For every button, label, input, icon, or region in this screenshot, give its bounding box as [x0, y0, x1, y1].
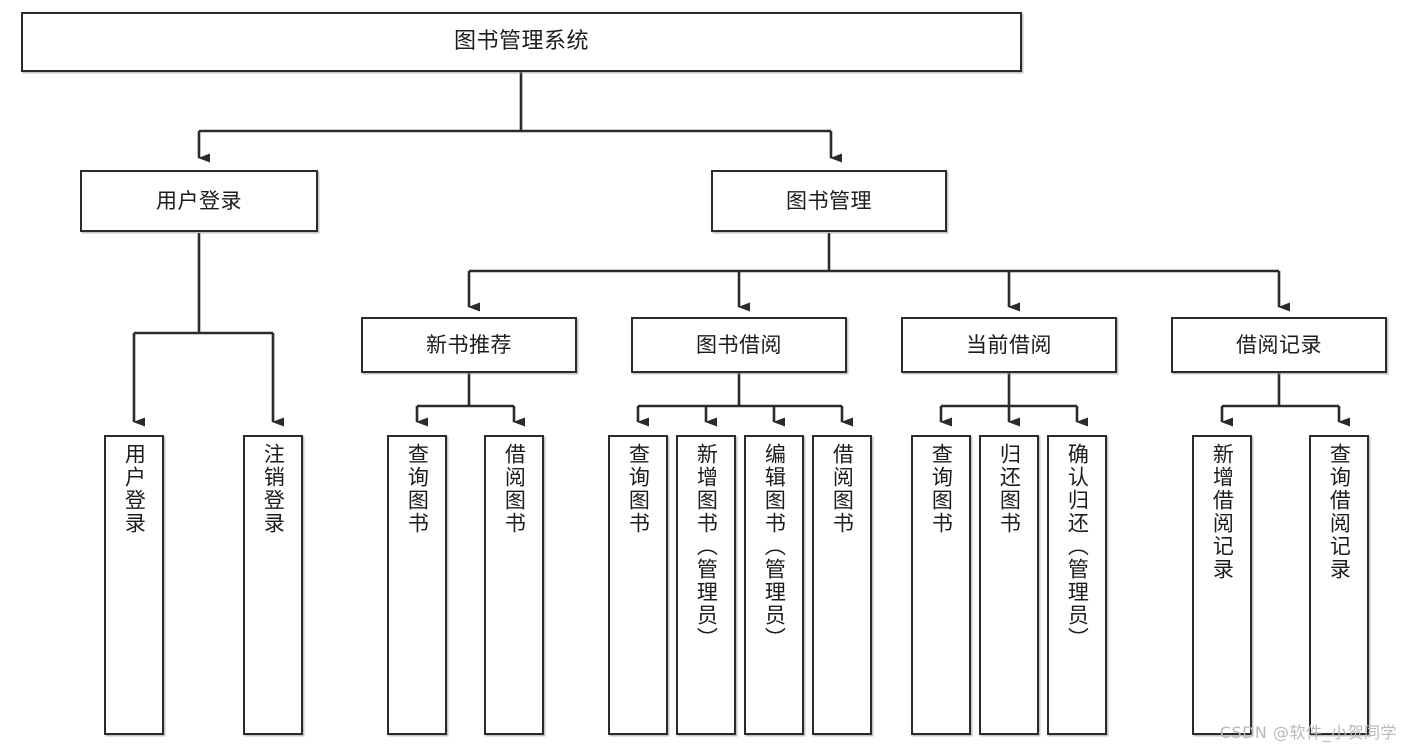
- node-book-management[interactable]: 图书管理: [711, 170, 947, 232]
- node-user-login[interactable]: 用户登录: [80, 170, 318, 232]
- node-label: 新书推荐: [426, 332, 512, 357]
- node-label: 注销登录: [261, 443, 286, 535]
- leaf-new-book-borrow[interactable]: 借阅图书: [484, 435, 544, 735]
- node-book-borrow[interactable]: 图书借阅: [631, 317, 847, 373]
- node-label: 借阅记录: [1236, 332, 1322, 357]
- leaf-record-add[interactable]: 新增借阅记录: [1192, 435, 1252, 735]
- csdn-watermark: CSDN @软件_小贺同学: [1219, 723, 1397, 742]
- node-label: 借阅图书: [502, 443, 527, 535]
- node-root-system[interactable]: 图书管理系统: [21, 12, 1022, 72]
- leaf-borrow-edit-book[interactable]: 编辑图书（管理员）: [744, 435, 804, 735]
- node-label: 确认归还（管理员）: [1065, 443, 1090, 650]
- node-current-borrow[interactable]: 当前借阅: [901, 317, 1117, 373]
- leaf-borrow-borrow-book[interactable]: 借阅图书: [812, 435, 872, 735]
- node-label: 编辑图书（管理员）: [762, 443, 787, 650]
- node-label: 新增图书（管理员）: [694, 443, 719, 650]
- node-label: 归还图书: [997, 443, 1022, 535]
- node-label: 图书管理: [786, 188, 872, 213]
- leaf-borrow-query-book[interactable]: 查询图书: [608, 435, 668, 735]
- node-label: 查询图书: [929, 443, 954, 535]
- leaf-new-book-query[interactable]: 查询图书: [387, 435, 447, 735]
- leaf-record-query[interactable]: 查询借阅记录: [1309, 435, 1369, 735]
- node-label: 借阅图书: [830, 443, 855, 535]
- node-label: 查询图书: [626, 443, 651, 535]
- node-label: 查询图书: [405, 443, 430, 535]
- node-label: 图书管理系统: [453, 29, 589, 55]
- node-label: 用户登录: [156, 188, 242, 213]
- node-borrow-record[interactable]: 借阅记录: [1171, 317, 1387, 373]
- node-label: 查询借阅记录: [1327, 443, 1352, 581]
- leaf-current-query-book[interactable]: 查询图书: [911, 435, 971, 735]
- node-new-book-recommend[interactable]: 新书推荐: [361, 317, 577, 373]
- leaf-borrow-add-book[interactable]: 新增图书（管理员）: [676, 435, 736, 735]
- leaf-user-login-logout[interactable]: 注销登录: [243, 435, 303, 735]
- leaf-current-return-book[interactable]: 归还图书: [979, 435, 1039, 735]
- leaf-current-confirm-return[interactable]: 确认归还（管理员）: [1047, 435, 1107, 735]
- node-label: 用户登录: [122, 443, 147, 535]
- leaf-user-login-login[interactable]: 用户登录: [104, 435, 164, 735]
- node-label: 图书借阅: [696, 332, 782, 357]
- node-label: 新增借阅记录: [1210, 443, 1235, 581]
- node-label: 当前借阅: [966, 332, 1052, 357]
